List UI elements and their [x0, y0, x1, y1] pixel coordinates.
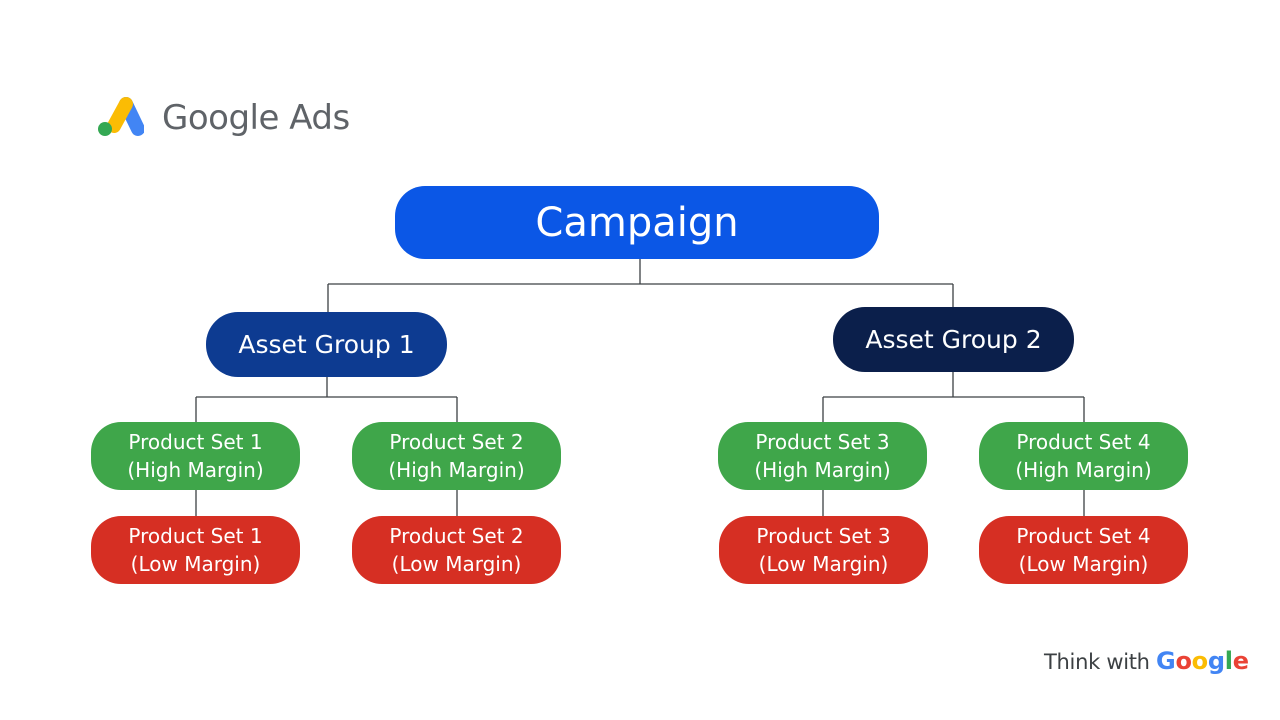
margin-label: (Low Margin) [391, 552, 522, 576]
margin-label: (High Margin) [754, 458, 891, 482]
google-letter: G [1156, 647, 1176, 675]
margin-label: (Low Margin) [130, 552, 261, 576]
product-set-name: Product Set 3 [755, 430, 890, 454]
think-with-google-logo: Think with Google [1044, 647, 1249, 675]
product-set-name: Product Set 1 [128, 524, 263, 548]
google-wordmark: Google [1156, 647, 1249, 675]
asset-group-label: Asset Group 1 [238, 329, 415, 359]
asset-group-label: Asset Group 2 [865, 324, 1042, 354]
footer-prefix: Think with [1044, 650, 1157, 674]
product-set-3-low-margin-node: Product Set 3 (Low Margin) [719, 516, 928, 584]
margin-label: (High Margin) [388, 458, 525, 482]
product-set-2-high-margin-node: Product Set 2 (High Margin) [352, 422, 561, 490]
product-set-name: Product Set 3 [756, 524, 891, 548]
product-set-name: Product Set 4 [1016, 524, 1151, 548]
margin-label: (Low Margin) [1018, 552, 1149, 576]
margin-label: (Low Margin) [758, 552, 889, 576]
google-letter: e [1232, 647, 1249, 675]
product-set-name: Product Set 2 [389, 524, 524, 548]
product-set-3-high-margin-node: Product Set 3 (High Margin) [718, 422, 927, 490]
product-set-1-high-margin-node: Product Set 1 (High Margin) [91, 422, 300, 490]
google-ads-logo-icon [98, 97, 144, 136]
product-set-name: Product Set 2 [389, 430, 524, 454]
product-set-name: Product Set 1 [128, 430, 263, 454]
brand-name: Google Ads [162, 98, 350, 138]
google-letter: l [1224, 647, 1233, 675]
margin-label: (High Margin) [127, 458, 264, 482]
asset-group-1-node: Asset Group 1 [206, 312, 447, 377]
product-set-2-low-margin-node: Product Set 2 (Low Margin) [352, 516, 561, 584]
campaign-label: Campaign [535, 199, 739, 246]
google-letter: o [1175, 647, 1192, 675]
google-letter: g [1207, 647, 1225, 675]
product-set-4-low-margin-node: Product Set 4 (Low Margin) [979, 516, 1188, 584]
product-set-4-high-margin-node: Product Set 4 (High Margin) [979, 422, 1188, 490]
product-set-name: Product Set 4 [1016, 430, 1151, 454]
google-letter: o [1191, 647, 1209, 675]
asset-group-2-node: Asset Group 2 [833, 307, 1074, 372]
product-set-1-low-margin-node: Product Set 1 (Low Margin) [91, 516, 300, 584]
margin-label: (High Margin) [1015, 458, 1152, 482]
campaign-node: Campaign [395, 186, 879, 259]
